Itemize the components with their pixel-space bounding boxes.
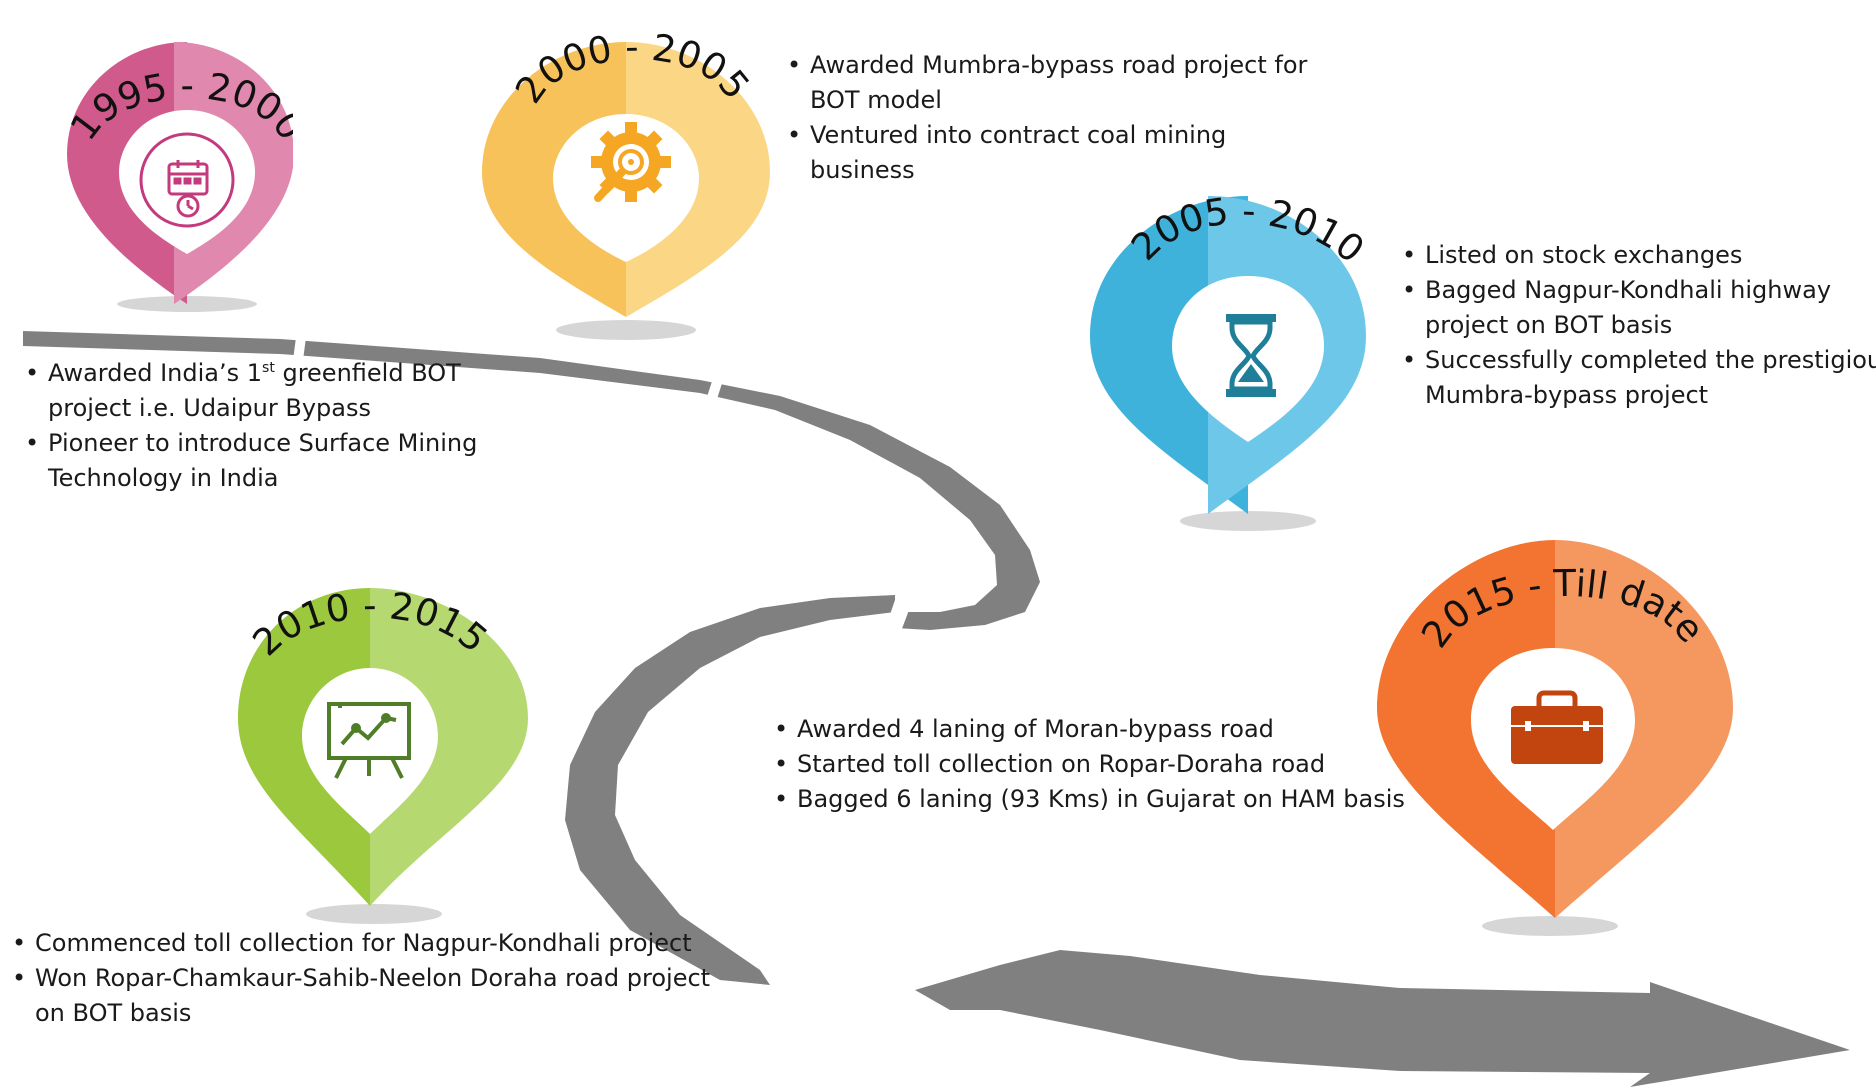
milestone-pin-2010-2015: 2010 - 2015	[238, 588, 528, 924]
bullet-item: Commenced toll collection for Nagpur-Kon…	[12, 926, 715, 961]
bullet-item: Ventured into contract coal mining busin…	[787, 118, 1330, 188]
bullet-item: Bagged 6 laning (93 Kms) in Gujarat on H…	[774, 782, 1437, 817]
bullet-item: Pioneer to introduce Surface Mining Tech…	[25, 426, 518, 496]
milestone-3-bullets: Listed on stock exchanges Bagged Nagpur-…	[1400, 238, 1876, 413]
milestone-pin-2015-till-date: 2015 - Till date	[1377, 540, 1733, 936]
briefcase-icon	[1511, 690, 1603, 764]
hourglass-icon	[1226, 314, 1276, 397]
bullet-item: Awarded Mumbra-bypass road project for B…	[787, 48, 1330, 118]
road-path	[23, 331, 1850, 1087]
calendar-clock-icon	[139, 132, 235, 228]
bullet-item: Started toll collection on Ropar-Doraha …	[774, 747, 1437, 782]
bullet-item: Successfully completed the prestigious M…	[1402, 343, 1876, 413]
bullet-item: Bagged Nagpur-Kondhali highway project o…	[1402, 273, 1876, 343]
bullet-item: Won Ropar-Chamkaur-Sahib-Neelon Doraha r…	[12, 961, 715, 1031]
milestone-5-bullets: Awarded 4 laning of Moran-bypass road St…	[772, 712, 1437, 817]
milestone-pin-2000-2005: 2000 - 2005	[482, 25, 770, 340]
road-gaps	[293, 330, 912, 634]
bullet-item: Listed on stock exchanges	[1402, 238, 1876, 273]
gear-magnifier-icon	[591, 122, 671, 202]
milestone-2-bullets: Awarded Mumbra-bypass road project for B…	[785, 48, 1330, 188]
milestone-pin-2005-2010: 2005 - 2010	[1090, 196, 1368, 531]
milestone-pin-1995-2000: 1995 - 2000	[63, 42, 293, 312]
bullet-item: Awarded India’s 1st greenfield BOT proje…	[25, 356, 518, 426]
bullet-item: Awarded 4 laning of Moran-bypass road	[774, 712, 1437, 747]
milestone-4-bullets: Commenced toll collection for Nagpur-Kon…	[10, 926, 715, 1031]
presentation-chart-icon	[327, 702, 411, 779]
milestone-1-bullets: Awarded India’s 1st greenfield BOT proje…	[23, 356, 518, 496]
